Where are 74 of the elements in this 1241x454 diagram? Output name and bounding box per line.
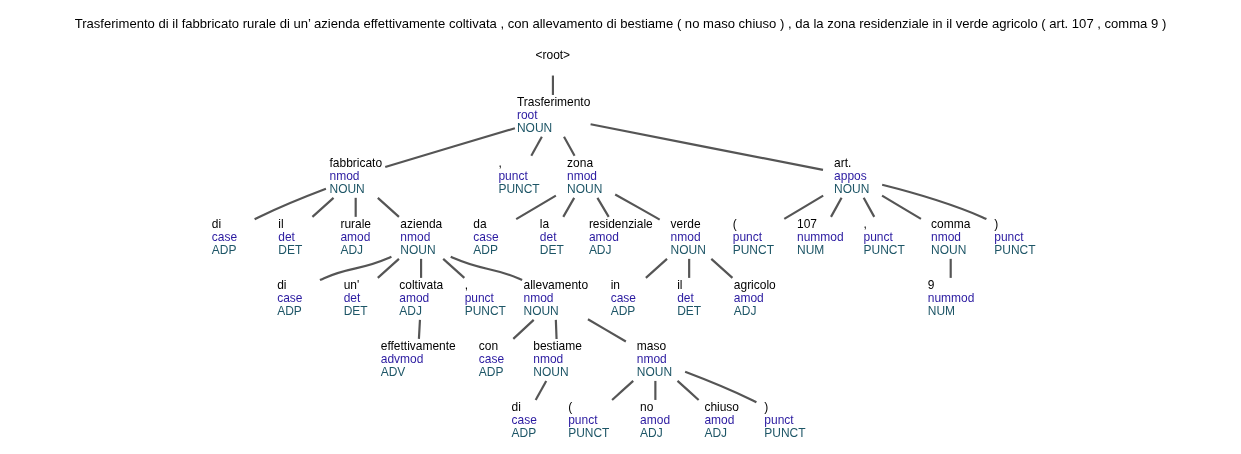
node-text: bestiame nmod NOUN [533, 338, 582, 379]
connector [420, 258, 423, 278]
node-text: di case ADP [277, 277, 303, 318]
connector [563, 135, 576, 156]
node-text: di case ADP [511, 399, 537, 440]
connector [710, 257, 734, 279]
node-text: coltivata amod ADJ [399, 277, 444, 318]
node-text: Trasferimento root NOUN [516, 94, 591, 135]
node-text: rurale amod ADJ [340, 216, 372, 257]
node-text: effettivamente advmod ADV [380, 338, 456, 379]
connector [676, 379, 700, 401]
connector [377, 257, 400, 279]
node-text: no amod ADJ [640, 399, 671, 440]
node-text: da case ADP [473, 216, 499, 257]
connector [512, 318, 535, 340]
connector [442, 257, 466, 279]
connector [384, 126, 516, 168]
node-text: 107 nummod NUM [797, 216, 844, 257]
connector [783, 194, 824, 220]
node-text: agricolo amod ADJ [733, 277, 776, 318]
node-text: allevamento nmod NOUN [523, 277, 589, 318]
node-text: comma nmod NOUN [931, 216, 971, 257]
connector [949, 258, 952, 278]
node-text: , punct PUNCT [863, 216, 905, 257]
connector [417, 319, 422, 339]
node-text: <root> [535, 47, 571, 62]
node-text: azienda nmod NOUN [400, 216, 443, 257]
node-text: chiuso amod ADJ [704, 399, 740, 440]
connector [311, 196, 335, 218]
node-text: 9 nummod NUM [927, 277, 975, 318]
connector [614, 193, 661, 221]
connector [587, 317, 627, 342]
node-text: di case ADP [211, 216, 238, 257]
connector [377, 196, 400, 218]
connector [645, 257, 668, 279]
diagram-title: Trasferimento di il fabbricato rurale di un’ azienda effettivamente coltivata , con allevamento di bestiame ( no maso chiuso ) , da la zona residenziale in il verde agricolo ( art. 107 , comma 9 ) [74, 15, 1167, 31]
node-text: fabbricato nmod NOUN [329, 155, 383, 196]
connector [562, 196, 576, 217]
node-text: verde nmod NOUN [670, 216, 706, 257]
connector [881, 194, 922, 220]
node-text: residenziale amod ADJ [588, 216, 653, 257]
connector [684, 370, 757, 403]
connector [530, 135, 543, 156]
node-text: ( punct PUNCT [568, 399, 610, 440]
node-text: il det DET [677, 277, 702, 318]
connector [590, 122, 824, 171]
connector [515, 194, 557, 220]
node-text: zona nmod NOUN [567, 155, 603, 196]
node-text: un' det DET [343, 277, 368, 318]
node-text: in case ADP [610, 277, 636, 318]
connector [596, 196, 610, 217]
connector [654, 380, 657, 400]
connector [354, 197, 357, 217]
node-text: con case ADP [478, 338, 505, 379]
connector [611, 379, 634, 401]
node-text: , punct PUNCT [464, 277, 506, 318]
connector [554, 319, 558, 339]
connector [534, 379, 548, 400]
node-text: ) punct PUNCT [994, 216, 1036, 257]
connector [450, 255, 523, 281]
connector [551, 75, 554, 95]
node-text: la det DET [539, 216, 564, 257]
connector [830, 196, 843, 217]
node-text: maso nmod NOUN [636, 338, 673, 379]
node-text: il det DET [278, 216, 303, 257]
connector [881, 183, 987, 220]
node-text: art. appos NOUN [834, 155, 870, 196]
node-text: ( punct PUNCT [732, 216, 774, 257]
connector [319, 255, 392, 281]
connector [688, 258, 691, 278]
connector [862, 196, 876, 217]
node-text: ) punct PUNCT [764, 399, 806, 440]
node-text: , punct PUNCT [498, 155, 540, 196]
connector [254, 187, 327, 220]
